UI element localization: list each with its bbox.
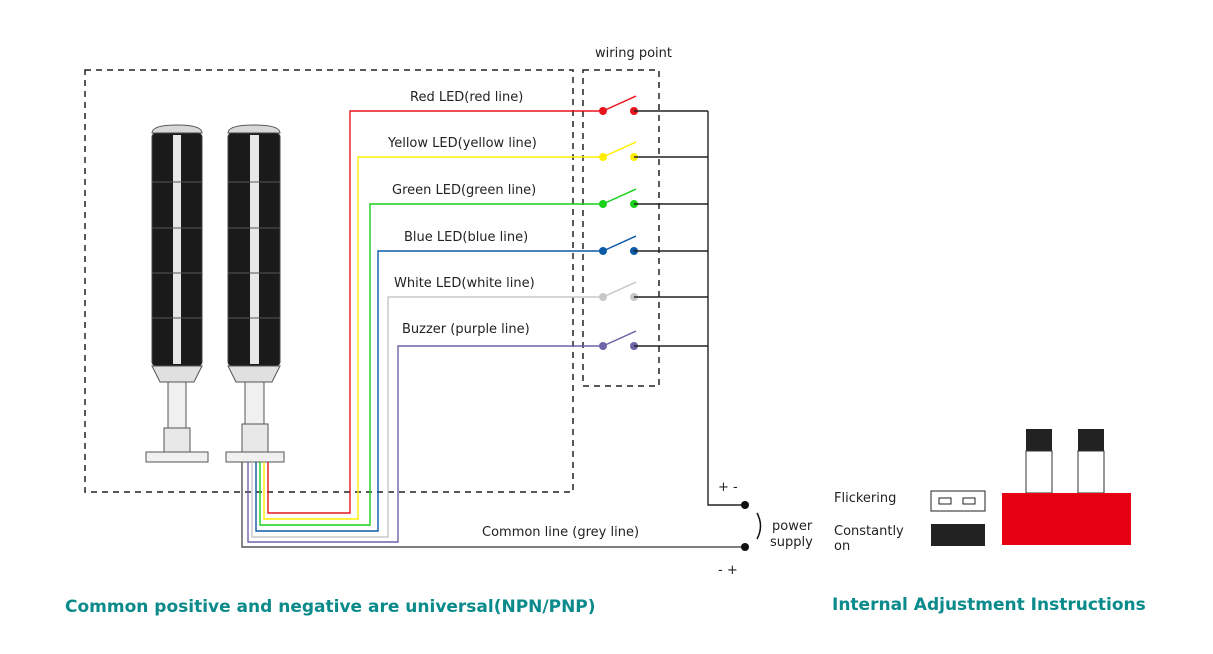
terminal-minus bbox=[741, 543, 749, 551]
switch-yellow bbox=[599, 141, 638, 161]
line-label-white: White LED(white line) bbox=[394, 276, 535, 291]
flickering-label: Flickering bbox=[834, 491, 896, 506]
line-label-red: Red LED(red line) bbox=[410, 90, 523, 105]
power-label-line2: supply bbox=[770, 535, 813, 550]
constantly-label-line1: Constantly bbox=[834, 524, 904, 539]
switch-blue bbox=[599, 235, 638, 255]
switch-red bbox=[599, 95, 638, 115]
line-label-blue: Blue LED(blue line) bbox=[404, 230, 528, 245]
terminal-plus bbox=[741, 501, 749, 509]
power-top-signs: + - bbox=[718, 480, 738, 495]
wire-purple bbox=[247, 345, 603, 543]
wire-blue bbox=[255, 250, 603, 532]
wire-white bbox=[251, 296, 603, 538]
line-label-purple: Buzzer (purple line) bbox=[402, 322, 530, 337]
tower-enclosure bbox=[84, 69, 574, 493]
switch-white bbox=[599, 281, 638, 301]
tower-light-2 bbox=[225, 124, 285, 463]
power-label-line1: power bbox=[772, 519, 813, 534]
line-label-green: Green LED(green line) bbox=[392, 183, 536, 198]
wire-green bbox=[259, 203, 603, 526]
wire-red bbox=[267, 110, 603, 514]
caption-left: Common positive and negative are univers… bbox=[65, 597, 596, 617]
wiring-point-label: wiring point bbox=[595, 46, 672, 61]
switch-group bbox=[599, 95, 638, 350]
tower-light-1 bbox=[145, 124, 209, 463]
caption-right: Internal Adjustment Instructions bbox=[832, 595, 1146, 615]
common-line-label: Common line (grey line) bbox=[482, 525, 639, 540]
dip-switch-icon bbox=[1002, 429, 1131, 545]
constantly-label-line2: on bbox=[834, 539, 850, 554]
line-label-yellow: Yellow LED(yellow line) bbox=[387, 136, 537, 151]
wire-yellow bbox=[263, 156, 603, 520]
power-brace bbox=[756, 512, 762, 540]
flickering-switch-icon bbox=[930, 490, 986, 512]
switch-green bbox=[599, 188, 638, 208]
positive-bus bbox=[634, 110, 749, 509]
wiring-point-enclosure bbox=[582, 69, 660, 387]
power-bottom-signs: - + bbox=[718, 563, 738, 578]
wire-common-grey bbox=[241, 462, 745, 548]
constantly-on-switch-icon bbox=[931, 524, 985, 546]
switch-purple bbox=[599, 330, 638, 350]
